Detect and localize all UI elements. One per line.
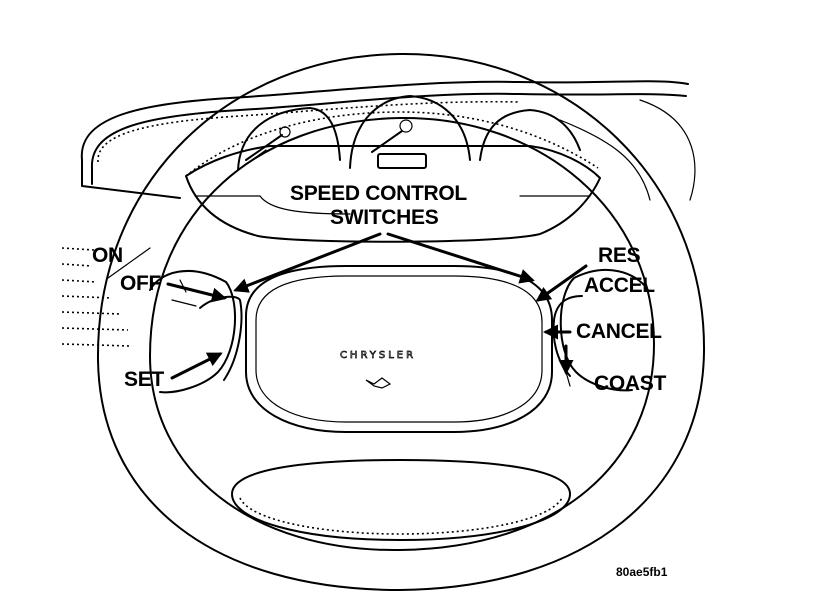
pointer-arrows — [107, 232, 588, 380]
left-vent-lines — [61, 247, 131, 347]
figure-id: 80ae5fb1 — [616, 565, 668, 579]
label-set: SET — [124, 368, 164, 391]
label-accel: ACCEL — [584, 274, 655, 297]
chrysler-wordmark: CHRYSLER — [340, 350, 416, 361]
label-res: RES — [598, 244, 641, 267]
upper-spoke — [185, 145, 601, 243]
horn-pad: CHRYSLER — [245, 265, 553, 433]
label-switches: SWITCHES — [330, 206, 439, 229]
chrysler-wing-emblem — [365, 377, 392, 389]
label-speed-control: SPEED CONTROL — [290, 182, 467, 205]
label-coast: COAST — [594, 372, 666, 395]
label-cancel: CANCEL — [576, 320, 662, 343]
label-off: OFF — [120, 272, 162, 295]
instrument-cluster — [80, 80, 696, 201]
lower-spoke — [231, 459, 571, 541]
label-on: ON — [92, 244, 123, 267]
